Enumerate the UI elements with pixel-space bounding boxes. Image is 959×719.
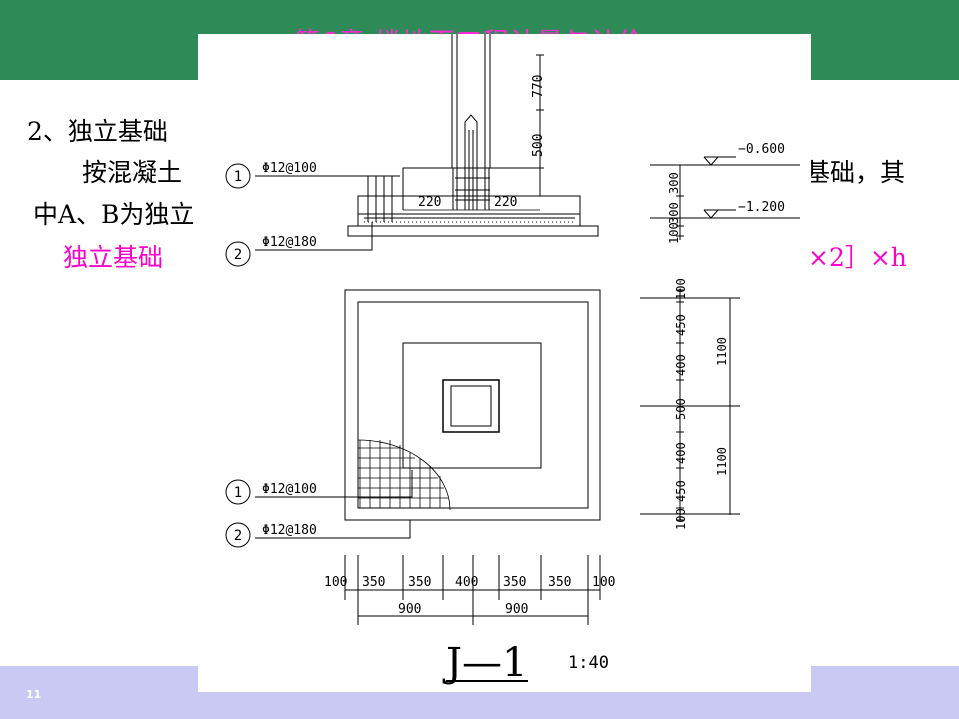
slide-text-line2-left: 按混凝土 bbox=[82, 158, 183, 187]
dim-220-right: 220 bbox=[494, 195, 517, 210]
plan-view bbox=[255, 289, 740, 682]
plan-right-dim: 500 bbox=[674, 398, 688, 420]
rebar-marker-1-section bbox=[225, 163, 251, 189]
plan-bottom-dim: 350 bbox=[362, 575, 385, 590]
slide-text-line3: 中A、B为独立 bbox=[33, 200, 195, 229]
plan-bottom-total: 900 bbox=[505, 602, 528, 617]
drawing-title: J—1 bbox=[442, 640, 527, 686]
plan-bottom-total: 900 bbox=[398, 602, 421, 617]
plan-right-total: 1100 bbox=[715, 447, 729, 476]
dim-300-upper: 300 bbox=[667, 172, 681, 194]
slide-text-line2-right: 基础，其 bbox=[805, 158, 906, 187]
rebar-marker-2-section-num: 2 bbox=[234, 247, 242, 263]
rebar-marker-2-plan bbox=[225, 522, 251, 548]
slide-text-line4-right: ×2］×h bbox=[808, 243, 907, 272]
rebar-marker-2-section bbox=[225, 241, 251, 267]
elevation-upper: −0.600 bbox=[738, 142, 785, 157]
plan-right-dim: 450 bbox=[674, 480, 688, 502]
plan-right-dim: 400 bbox=[674, 442, 688, 464]
section-view bbox=[255, 34, 800, 251]
dim-770: 770 bbox=[531, 75, 546, 98]
plan-bottom-dim: 400 bbox=[455, 575, 478, 590]
plan-bottom-dim: 350 bbox=[503, 575, 526, 590]
plan-right-dim: 100 bbox=[674, 508, 688, 530]
plan-bottom-dim: 350 bbox=[408, 575, 431, 590]
dim-300-lower: 300 bbox=[667, 202, 681, 224]
rebar-marker-1-plan-num: 1 bbox=[234, 485, 242, 501]
plan-bottom-dim: 100 bbox=[324, 575, 347, 590]
rebar-1-section-label: Φ12@100 bbox=[262, 161, 317, 176]
page-number: 11 bbox=[26, 688, 42, 701]
rebar-2-section-label: Φ12@180 bbox=[262, 235, 317, 250]
plan-right-dim: 400 bbox=[674, 354, 688, 376]
rebar-1-plan-label: Φ12@100 bbox=[262, 482, 317, 497]
plan-bottom-dim: 350 bbox=[548, 575, 571, 590]
dim-220-left: 220 bbox=[418, 195, 441, 210]
plan-bottom-dim: 100 bbox=[592, 575, 615, 590]
dim-500: 500 bbox=[531, 134, 546, 157]
rebar-2-plan-label: Φ12@180 bbox=[262, 523, 317, 538]
plan-right-dim: 100 bbox=[674, 278, 688, 300]
rebar-marker-1-section-num: 1 bbox=[234, 169, 242, 185]
plan-right-total: 1100 bbox=[715, 337, 729, 366]
rebar-marker-2-plan-num: 2 bbox=[234, 528, 242, 544]
plan-right-dim: 450 bbox=[674, 314, 688, 336]
slide-text-line4-left: 独立基础 bbox=[63, 243, 164, 272]
drawing-scale: 1:40 bbox=[568, 653, 609, 673]
dim-100-section: 100 bbox=[667, 222, 681, 244]
foundation-drawing: 1 Φ12@100 2 Φ12@180 770 500 220 220 −0.6… bbox=[198, 34, 811, 692]
slide-text-line1: 2、独立基础 bbox=[27, 117, 168, 146]
elevation-lower: −1.200 bbox=[738, 200, 785, 215]
rebar-marker-1-plan bbox=[225, 479, 251, 505]
